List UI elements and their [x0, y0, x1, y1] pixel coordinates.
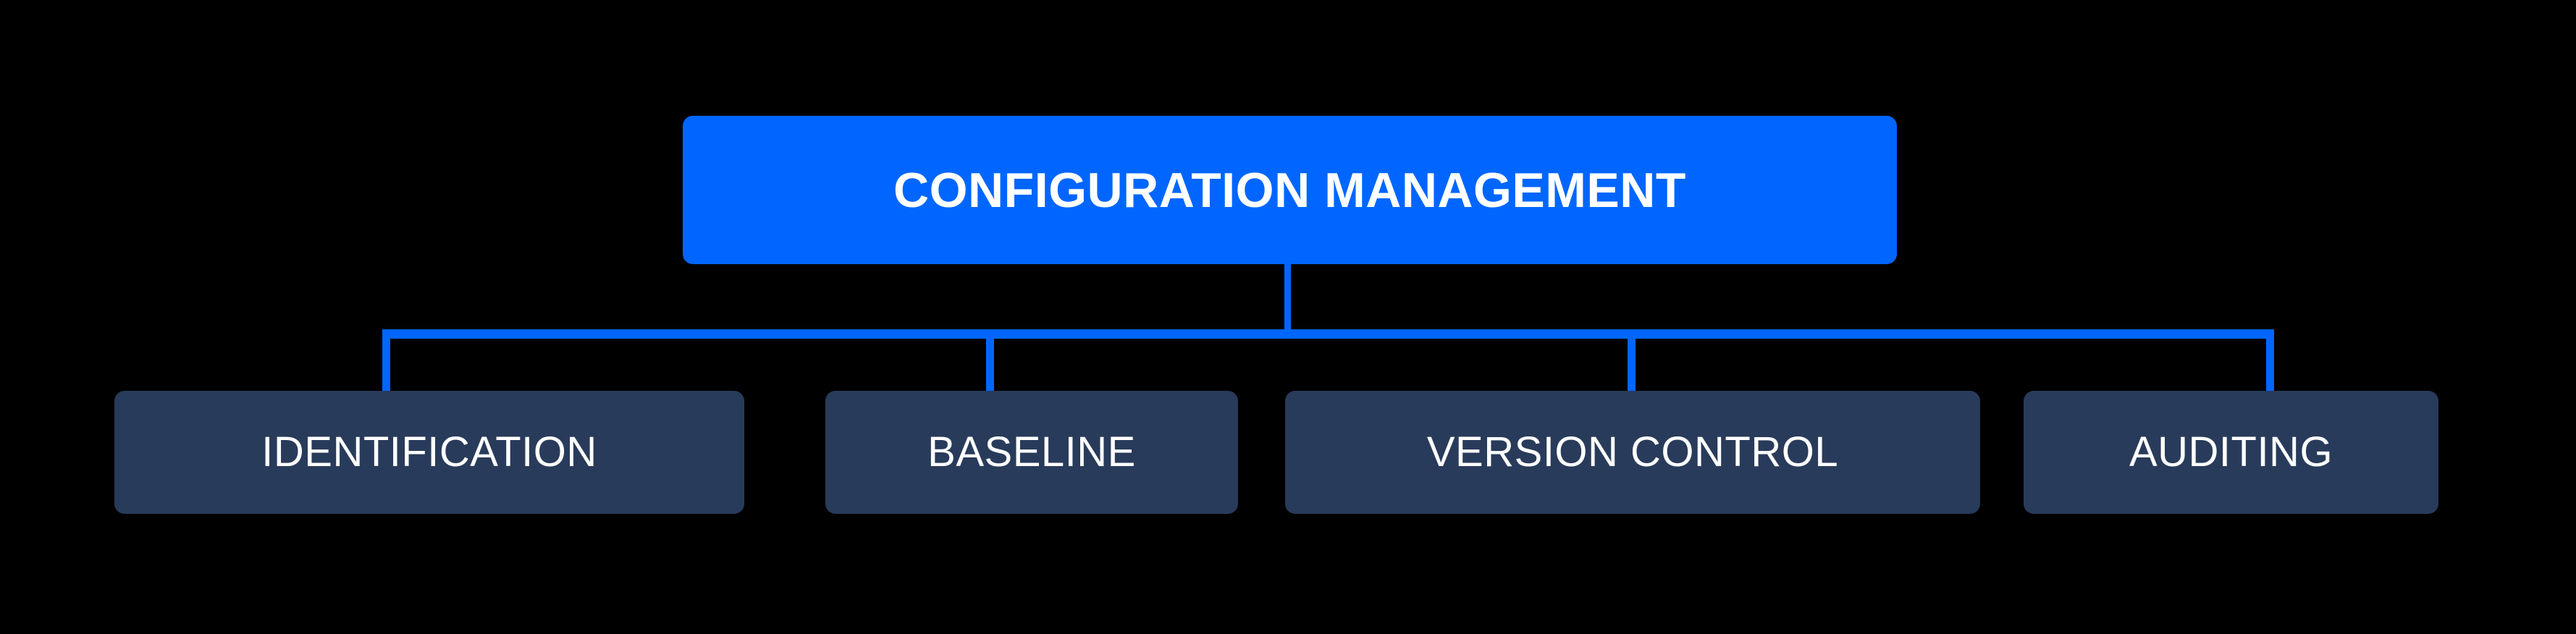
node-child-label: AUDITING — [2129, 428, 2333, 476]
connector-root-stem — [1284, 264, 1291, 337]
connector-horizontal-bus — [382, 329, 2274, 339]
connector-drop-auditing — [2266, 329, 2274, 392]
node-child-baseline[interactable]: BASELINE — [825, 391, 1238, 514]
node-child-version-control[interactable]: VERSION CONTROL — [1285, 391, 1980, 514]
node-root-configuration-management[interactable]: CONFIGURATION MANAGEMENT — [683, 116, 1897, 264]
node-child-label: VERSION CONTROL — [1426, 428, 1839, 476]
connector-drop-identification — [382, 329, 390, 392]
node-child-auditing[interactable]: AUDITING — [2024, 391, 2438, 514]
node-child-label: IDENTIFICATION — [261, 428, 597, 476]
connector-drop-baseline — [986, 329, 994, 392]
node-root-label: CONFIGURATION MANAGEMENT — [893, 162, 1686, 218]
node-child-identification[interactable]: IDENTIFICATION — [114, 391, 744, 514]
node-child-label: BASELINE — [927, 428, 1136, 476]
connector-drop-version-control — [1628, 329, 1636, 392]
